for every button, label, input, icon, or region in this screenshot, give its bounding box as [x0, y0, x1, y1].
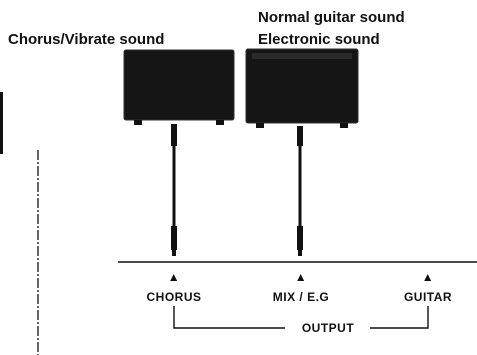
- amp-right-label-line1: Normal guitar sound: [258, 9, 405, 26]
- amplifier-icon: [245, 48, 359, 128]
- output-bracket: [173, 306, 429, 329]
- output-label: OUTPUT: [302, 321, 355, 335]
- amp-left-foot-left: [134, 120, 142, 125]
- amp-right-foot-right: [340, 123, 348, 128]
- cable-left: [171, 124, 177, 256]
- amp-right-label-line2: Electronic sound: [258, 31, 380, 48]
- port-marker-guitar: ▲: [422, 270, 434, 284]
- amp-right-foot-left: [256, 123, 264, 128]
- amp-right-body: [245, 48, 359, 124]
- port-label-mix-eg: MIX / E.G: [273, 290, 330, 304]
- amp-right-panel: [252, 53, 352, 59]
- cable-right: [297, 126, 303, 256]
- port-label-chorus: CHORUS: [146, 290, 201, 304]
- port-label-guitar: GUITAR: [404, 290, 452, 304]
- amp-left-foot-right: [216, 120, 224, 125]
- margin-bar: [0, 92, 3, 154]
- amp-left-label: Chorus/Vibrate sound: [8, 31, 164, 48]
- amplifier-icon: [123, 49, 235, 125]
- port-marker-chorus: ▲: [168, 270, 180, 284]
- port-marker-mix-eg: ▲: [295, 270, 307, 284]
- amp-left-body: [123, 49, 235, 121]
